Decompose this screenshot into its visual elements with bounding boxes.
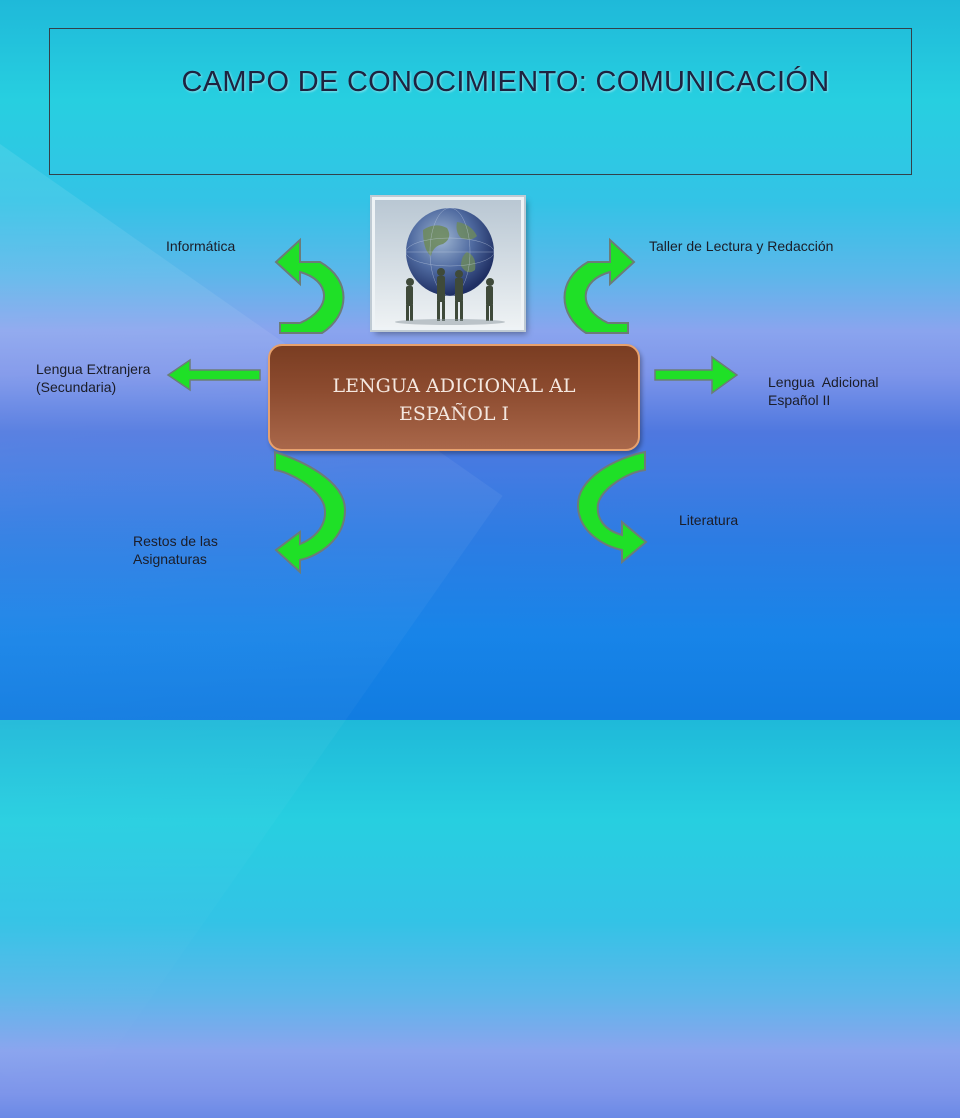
center-topic-line2: ESPAÑOL I bbox=[398, 403, 509, 425]
title-box: CAMPO DE CONOCIMIENTO: COMUNICACIÓN bbox=[49, 28, 912, 175]
globe-people-icon bbox=[372, 197, 524, 330]
arrow-to-informatica bbox=[274, 237, 345, 334]
arrow-to-lengua-extranjera bbox=[166, 358, 261, 392]
label-restos-asignaturas: Restos de las Asignaturas bbox=[133, 533, 218, 567]
arrow-to-restos bbox=[274, 450, 347, 575]
connector-arrows bbox=[166, 237, 739, 575]
arrow-to-lengua-adicional bbox=[654, 355, 739, 395]
arrow-to-literatura bbox=[576, 450, 648, 565]
arrow-to-taller bbox=[563, 237, 636, 334]
label-literatura: Literatura bbox=[679, 512, 739, 528]
label-taller-lectura-redaccion: Taller de Lectura y Redacción bbox=[649, 238, 834, 254]
center-topic-line1: LENGUA ADICIONAL AL bbox=[332, 375, 576, 397]
center-topic-label: LENGUA ADICIONAL AL ESPAÑOL I bbox=[270, 372, 638, 428]
page-title: CAMPO DE CONOCIMIENTO: COMUNICACIÓN bbox=[181, 66, 830, 98]
label-lengua-adicional: Lengua Adicional Español II bbox=[768, 374, 879, 408]
label-informatica: Informática bbox=[166, 238, 236, 254]
label-lengua-extranjera: Lengua Extranjera (Secundaria) bbox=[36, 361, 151, 395]
center-topic-box: LENGUA ADICIONAL AL ESPAÑOL I bbox=[268, 344, 640, 451]
